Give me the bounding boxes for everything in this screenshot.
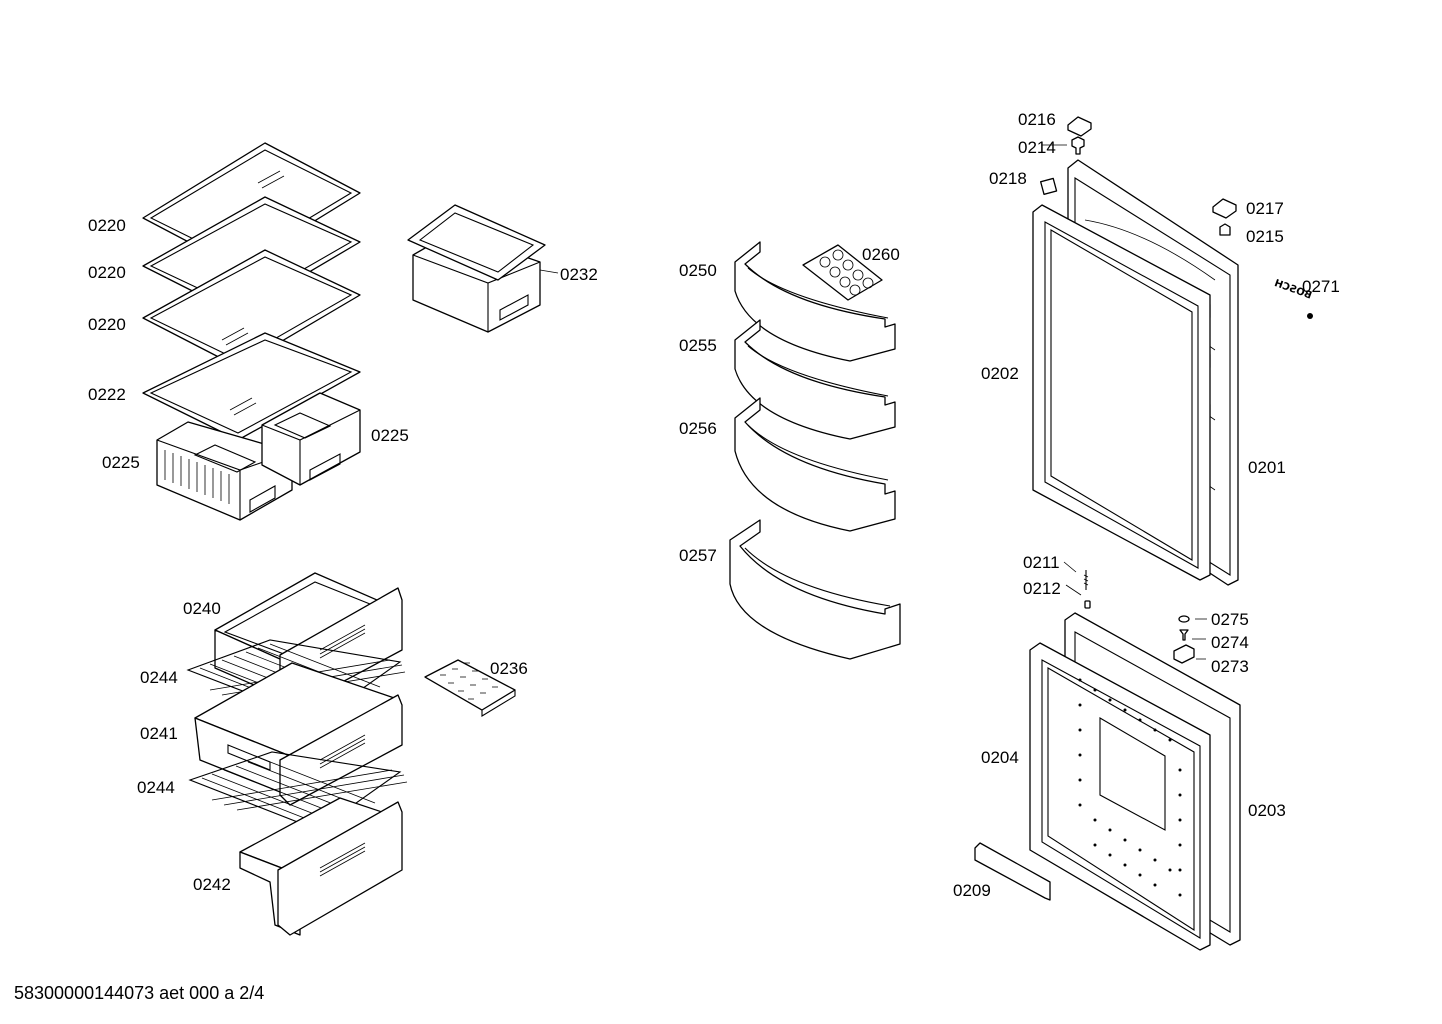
label-0244: 0244 — [137, 778, 175, 797]
label-0216: 0216 — [1018, 110, 1056, 129]
label-0211: 0211 — [1023, 553, 1060, 572]
storage-box-0225-right — [261, 392, 361, 486]
glass-shelf-0220-third — [142, 249, 361, 368]
wire-grid-0244-lower — [188, 751, 408, 831]
label-0257: 0257 — [679, 546, 717, 565]
storage-box-0232 — [407, 204, 559, 333]
label-0274: 0274 — [1211, 633, 1249, 652]
door-shelf-0255 — [734, 319, 896, 440]
drawer-0242 — [239, 797, 403, 936]
label-0215: 0215 — [1246, 227, 1284, 246]
label-0203: 0203 — [1248, 801, 1286, 820]
hinge-parts-lower — [1173, 615, 1195, 664]
handle-strip-0209 — [974, 842, 1051, 901]
label-0220: 0220 — [88, 263, 126, 282]
door-shelf-0257 — [729, 519, 901, 660]
label-0260: 0260 — [862, 245, 900, 264]
label-0218: 0218 — [989, 169, 1027, 188]
label-0201: 0201 — [1248, 458, 1286, 477]
label-0214: 0214 — [1018, 138, 1056, 157]
door-gasket-0202 — [1032, 204, 1211, 581]
label-0222: 0222 — [88, 385, 126, 404]
label-0250: 0250 — [679, 261, 717, 280]
hinge-parts-upper — [1040, 116, 1237, 236]
screw-0211 — [1083, 570, 1089, 590]
label-0241: 0241 — [140, 724, 178, 743]
label-0275: 0275 — [1211, 610, 1249, 629]
label-0220: 0220 — [88, 315, 126, 334]
label-0244: 0244 — [140, 668, 178, 687]
label-0225: 0225 — [102, 453, 140, 472]
label-0232: 0232 — [560, 265, 598, 284]
label-0225: 0225 — [371, 426, 409, 445]
document-reference: 58300000144073 aet 000 a 2/4 — [14, 983, 265, 1003]
label-0202: 0202 — [981, 364, 1019, 383]
label-0255: 0255 — [679, 336, 717, 355]
label-0242: 0242 — [193, 875, 231, 894]
door-shelf-0256 — [734, 397, 896, 532]
label-0209: 0209 — [953, 881, 991, 900]
label-0220: 0220 — [88, 216, 126, 235]
label-0204: 0204 — [981, 748, 1019, 767]
label-0240: 0240 — [183, 599, 221, 618]
label-0273: 0273 — [1211, 657, 1249, 676]
label-0256: 0256 — [679, 419, 717, 438]
cap-0212 — [1084, 600, 1091, 609]
label-0217: 0217 — [1246, 199, 1284, 218]
label-0271: 0271 — [1302, 277, 1340, 296]
label-0212: 0212 — [1023, 579, 1061, 598]
glass-shelf-0222 — [142, 332, 361, 441]
label-0236: 0236 — [490, 659, 528, 678]
ice-tray-0236 — [424, 659, 516, 717]
door-gasket-0204 — [1029, 642, 1211, 951]
door-shelf-0250 — [734, 241, 896, 362]
egg-tray-0260 — [802, 244, 883, 301]
